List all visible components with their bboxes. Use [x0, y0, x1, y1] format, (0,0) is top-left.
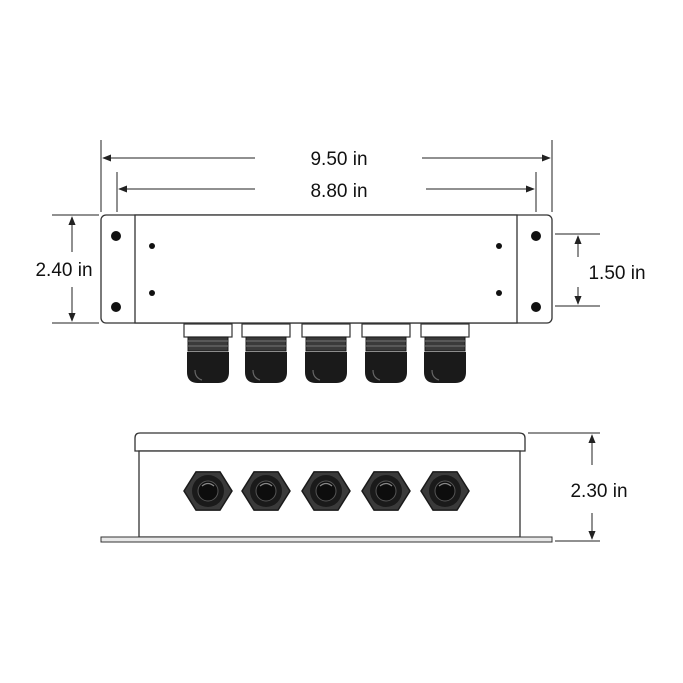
cable-gland-icon [183, 323, 233, 383]
cable-gland-row [183, 323, 470, 383]
hex-nut-icon [241, 471, 291, 511]
hex-nut-icon [361, 471, 411, 511]
dim-body-width: 8.80 in [116, 172, 537, 212]
cable-gland-icon [301, 323, 351, 383]
dim-overall-width: 9.50 in [100, 140, 553, 212]
mounting-hole [111, 302, 121, 312]
dim-hole-spacing: 1.50 in [555, 233, 646, 307]
mounting-hole [531, 231, 541, 241]
hex-nut-icon [420, 471, 470, 511]
enclosure-lid [134, 432, 526, 452]
base-flange [100, 536, 553, 543]
mounting-hole [531, 302, 541, 312]
dim-overall-height: 2.40 in [35, 214, 99, 324]
lid-screw [496, 290, 502, 296]
lid-screw [496, 243, 502, 249]
dim-depth: 2.30 in [528, 432, 628, 542]
gland-nut-row [183, 471, 470, 511]
front-view: 2.30 in [100, 432, 628, 543]
lid-screw [149, 290, 155, 296]
hex-nut-icon [183, 471, 233, 511]
hole-spacing-label: 1.50 in [588, 263, 645, 284]
mounting-hole [111, 231, 121, 241]
cable-gland-icon [420, 323, 470, 383]
body-width-label: 8.80 in [310, 181, 367, 202]
cable-gland-icon [241, 323, 291, 383]
overall-width-label: 9.50 in [310, 149, 367, 170]
depth-label: 2.30 in [570, 481, 627, 502]
lid-screw [149, 243, 155, 249]
overall-height-label: 2.40 in [35, 260, 92, 281]
enclosure-body [134, 214, 518, 324]
top-view: 9.50 in 8.80 in 2.40 in 1.50 in [35, 140, 646, 383]
cable-gland-icon [361, 323, 411, 383]
hex-nut-icon [301, 471, 351, 511]
